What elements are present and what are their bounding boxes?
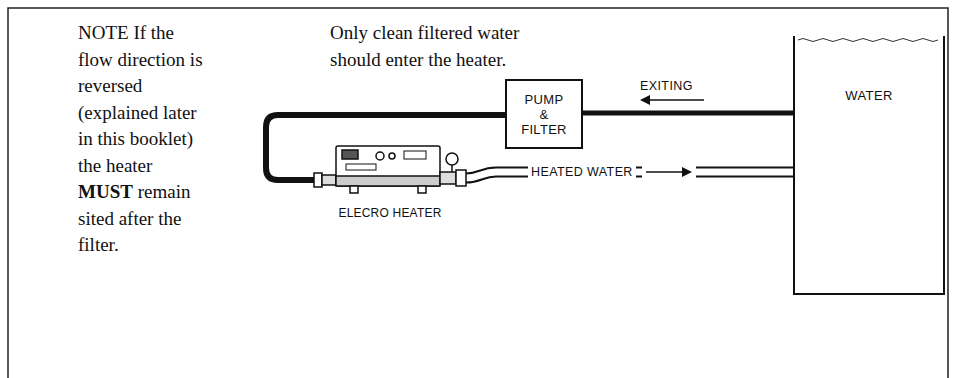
heater-foot [350,186,358,193]
note-text: NOTE If the flow direction is reversed (… [78,20,208,259]
pump-filter-box: PUMP & FILTER [505,79,583,149]
part-name: ELECRO HEATER [338,206,441,220]
heater-illustration [314,146,466,193]
pipe-label: EXITING [640,79,693,93]
heater-label-plate [346,164,376,170]
pipe-label: HEATED WATER [528,165,636,179]
node-label: PUMP & FILTER [521,92,567,137]
heater-base-band [336,176,440,186]
pipe [583,113,793,114]
arrow-patch [642,164,696,180]
water-tank: WATER [793,36,945,295]
instruction-text: Only clean filtered water should enter t… [330,22,519,70]
heater-display [342,150,358,159]
flow-arrow-shaft [646,99,704,101]
water-surface [798,39,938,42]
instruction-text: Only clean filtered water should enter t… [330,20,560,73]
pipe-label: EXITING [640,79,693,93]
flow-arrow-head [640,95,650,105]
note-text: NOTE If the flow direction is reversed (… [78,22,203,176]
heater-foot [418,186,426,193]
flow-arrow-head [682,167,692,177]
heater-body [336,146,440,186]
node-label: WATER [845,88,893,103]
heater-inlet [322,175,336,185]
heater-logo-plate [404,151,426,159]
flow-arrow [642,164,696,180]
heater-outlet [440,172,456,184]
heater-inlet-nut [314,173,322,187]
suction-pipe [583,111,793,116]
heater-button [376,152,384,160]
pipe-label: HEATED WATER [528,165,636,179]
flow-arrow [640,95,704,105]
emphasis-word: MUST [78,181,133,202]
frame-border [8,8,948,378]
flow-arrow-shaft [646,171,684,173]
heater-unit: ELECRO HEATER [312,138,468,220]
flow-switch [446,153,458,165]
heater-outlet-nut [456,170,466,186]
heater-button [389,153,395,159]
